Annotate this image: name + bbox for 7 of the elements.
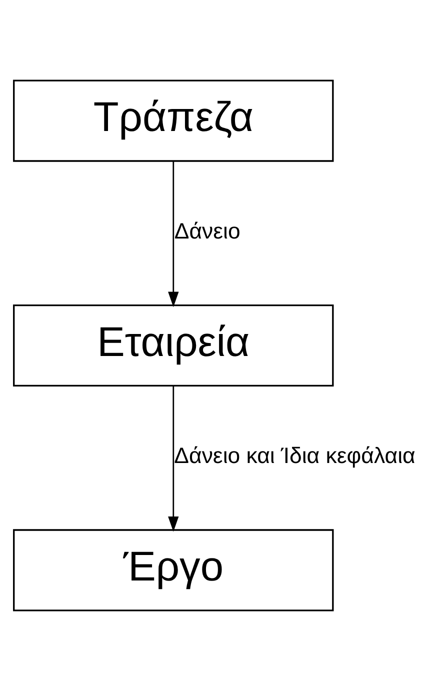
- node-box: Εταιρεία: [13, 304, 334, 387]
- arrow: [168, 161, 179, 308]
- node-box: Έργο: [13, 529, 334, 612]
- node-box: Τράπεζα: [13, 80, 334, 162]
- arrow: [168, 386, 179, 532]
- edge-label: Δάνειο και Ίδια κεφάλαια: [174, 443, 416, 468]
- edge-label: Δάνειο: [174, 218, 240, 244]
